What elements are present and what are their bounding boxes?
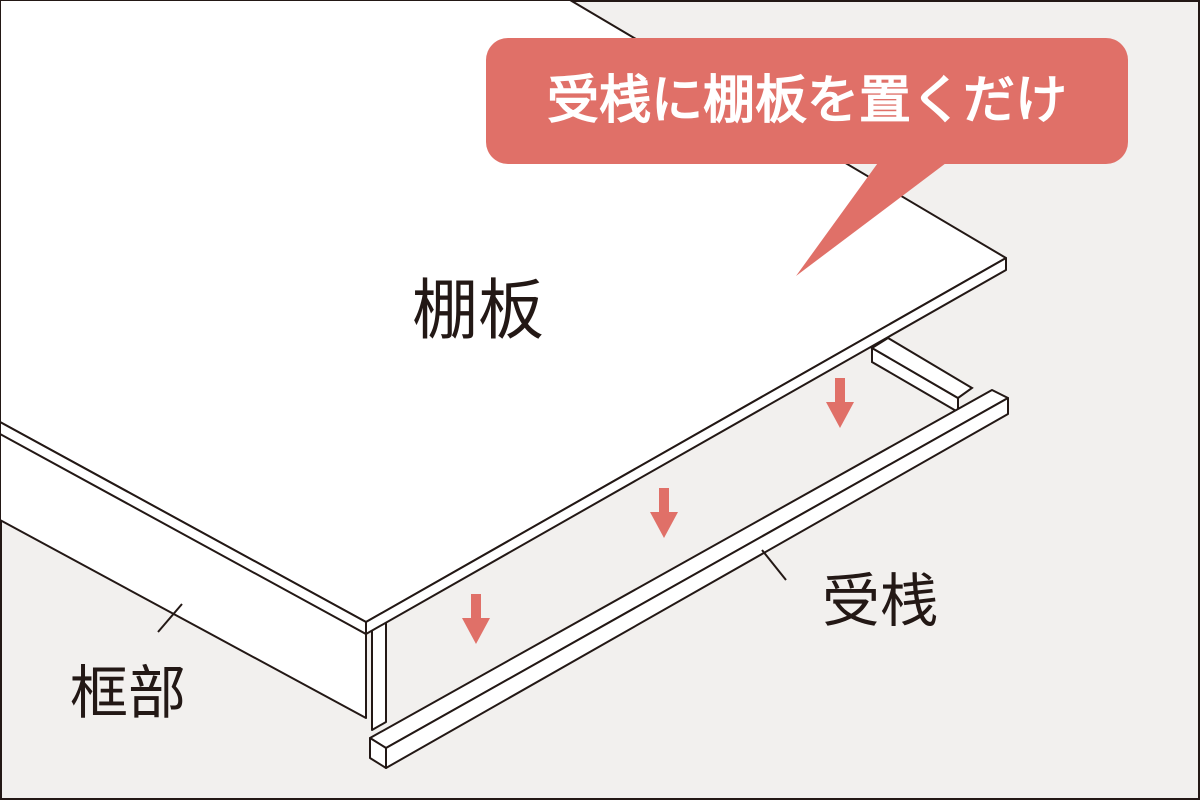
down-arrow-icon bbox=[826, 378, 854, 428]
frame-leader-line bbox=[157, 603, 183, 633]
shelf-board-label: 棚板 bbox=[412, 272, 544, 349]
support-cleat-label: 受桟 bbox=[822, 567, 939, 635]
frame-front-edge bbox=[371, 621, 387, 731]
cleat-leader-line bbox=[761, 549, 787, 581]
back-cleat bbox=[870, 336, 974, 414]
down-arrow-icon bbox=[650, 488, 678, 538]
down-arrow-icon bbox=[462, 594, 490, 644]
frame-label: 框部 bbox=[70, 659, 187, 727]
callout-bubble bbox=[486, 38, 1128, 276]
support-cleat bbox=[369, 389, 1009, 769]
callout-text: 受桟に棚板を置くだけ bbox=[546, 71, 1067, 131]
